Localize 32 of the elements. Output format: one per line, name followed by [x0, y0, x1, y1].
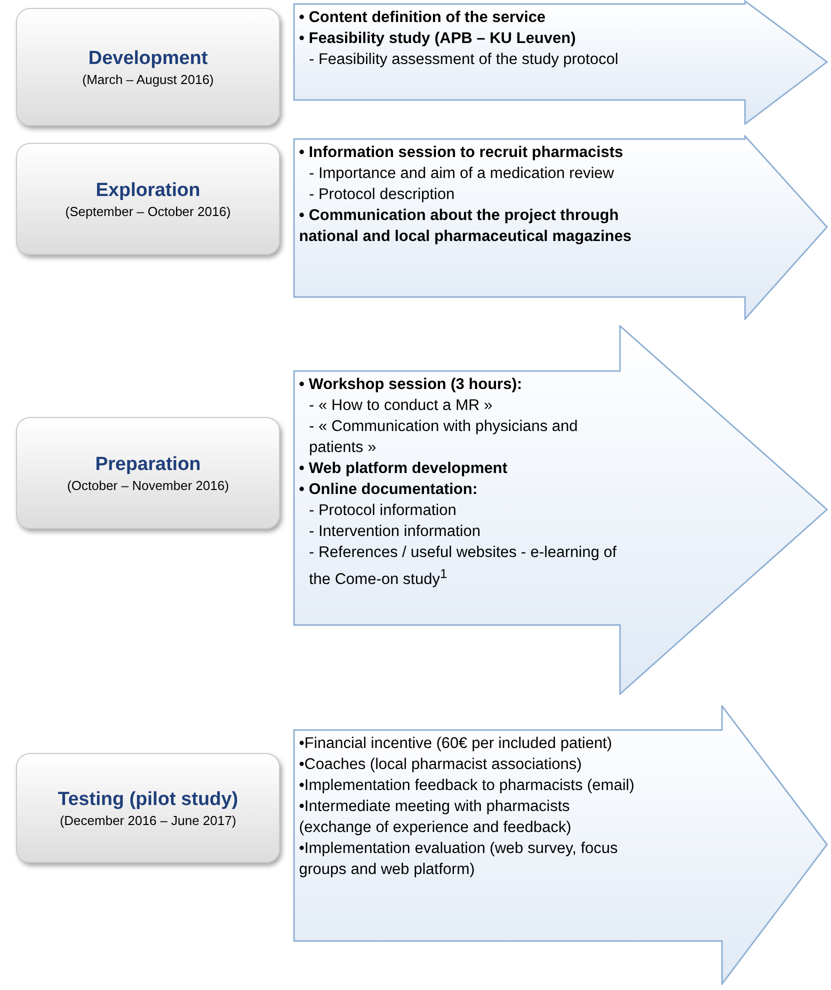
phase-dates: (December 2016 – June 2017) — [60, 812, 236, 828]
bullet-heading: • Communication about the project through national and local pharmaceutical magazines — [299, 206, 632, 247]
bullet-text: - Importance and aim of a medication review — [308, 164, 615, 184]
bullet-text: •Intermediate meeting with pharmacists (exchange of experience and feedback) — [299, 797, 572, 838]
phase-title: Development — [88, 48, 208, 70]
phase-dates: (October – November 2016) — [67, 478, 229, 492]
bullet-heading: • Online documentation: — [299, 480, 479, 500]
bullet-heading: • Feasibility study (APB – KU Leuven) — [299, 29, 577, 49]
phase-title: Testing (pilot study) — [58, 788, 238, 810]
phase-box — [16, 8, 280, 126]
bullet-text: - Intervention information — [308, 522, 482, 542]
bullet-text: •Implementation feedback to pharmacists (email) — [299, 776, 636, 796]
bullet-heading: • Workshop session (3 hours): — [299, 375, 524, 395]
bullet-text: •Implementation evaluation (web survey, focus groups and web platform) — [299, 839, 619, 880]
bullet-text: - « Communication with physicians and patients » — [308, 417, 579, 458]
bullet-heading: • Content definition of the service — [299, 8, 547, 28]
bullet-text: - « How to conduct a MR » — [308, 396, 494, 416]
bullet-text: •Financial incentive (60€ per included patient) — [299, 734, 614, 754]
phase-dates: (September – October 2016) — [65, 204, 231, 218]
phase-title: Exploration — [96, 180, 200, 202]
phase-box — [16, 143, 280, 255]
bullet-text: - References / useful websites - e-learning of the Come-on study$^{1}$ — [308, 543, 618, 590]
bullet-text: - Protocol information — [308, 501, 458, 521]
bullet-text: •Coaches (local pharmacist associations) — [299, 755, 583, 775]
bullet-heading: • Information session to recruit pharmacists — [299, 143, 624, 163]
phase-box — [16, 417, 280, 529]
bullet-text: - Feasibility assessment of the study protocol — [308, 50, 620, 70]
bullet-text: - Protocol description — [308, 185, 456, 205]
phase-box — [16, 753, 280, 863]
phase-title: Preparation — [95, 454, 201, 476]
phase-dates: (March – August 2016) — [82, 72, 214, 86]
bullet-heading: • Web platform development — [299, 459, 508, 479]
